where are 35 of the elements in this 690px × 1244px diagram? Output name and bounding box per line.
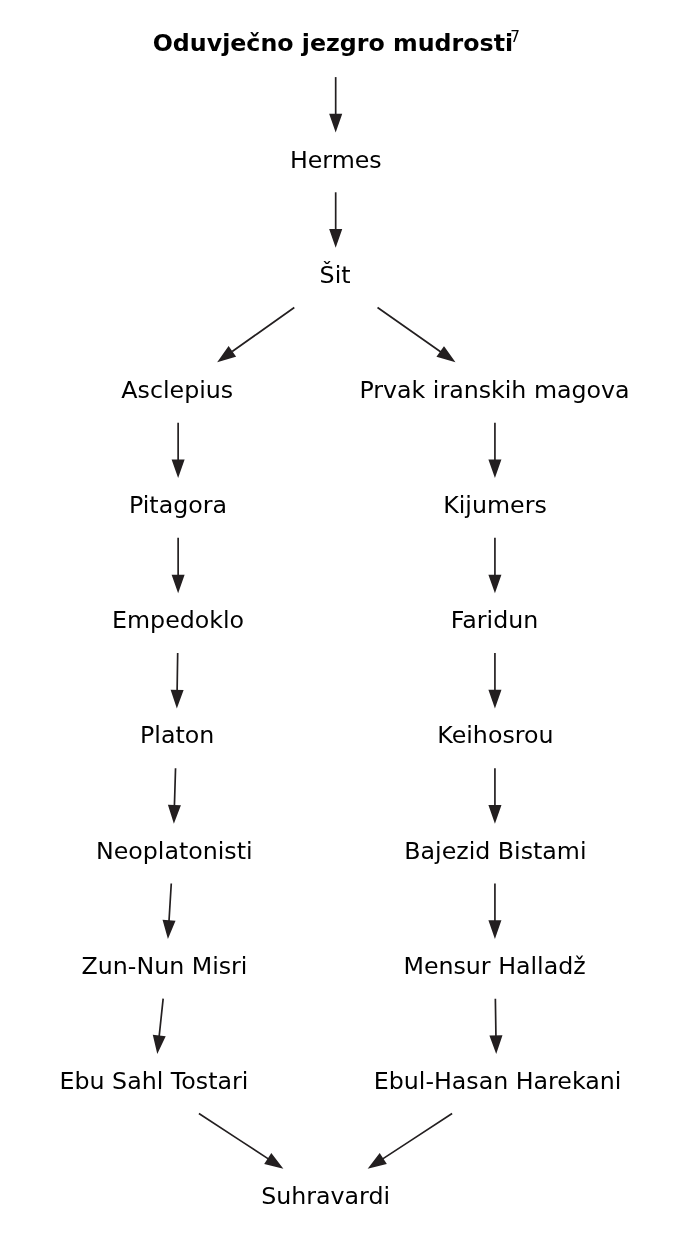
arrow [488,652,502,709]
node-text: Asclepius [121,375,234,404]
arrow [489,997,503,1055]
arrow [488,767,502,824]
node-text: Zun-Nun Misri [81,951,248,980]
node-text: Keihosrou [437,721,554,750]
arrow [152,997,166,1055]
arrow [488,421,502,479]
node-text: Kijumers [443,491,547,520]
arrow [367,1112,453,1169]
node-text: Bajezid Bistami [404,836,587,865]
arrow [217,306,296,363]
arrow [198,1112,284,1169]
arrow [488,537,502,594]
node-text: Platon [140,721,215,750]
arrow [171,537,185,594]
arrow [162,882,176,939]
arrow [167,767,181,824]
node-text: Ebul-Hasan Harekani [373,1067,622,1096]
arrow [488,882,502,939]
arrow [376,306,456,363]
node-text: Prvak iranskih magova [359,375,630,404]
node-text: Mensur Halladž [403,951,586,980]
arrow [171,421,185,479]
node-text: Ebu Sahl Tostari [59,1067,249,1096]
node-text: Faridun [450,606,539,635]
node-text: Hermes [289,145,382,174]
node-text: Šit [319,260,351,289]
node-text: Pitagora [129,491,228,520]
arrow [329,76,343,133]
node-text: Empedoklo [112,606,245,635]
node-text: Suhravardi [261,1182,391,1211]
node-text: Neoplatonisti [95,836,253,865]
arrow [329,191,343,248]
arrow [170,652,184,709]
